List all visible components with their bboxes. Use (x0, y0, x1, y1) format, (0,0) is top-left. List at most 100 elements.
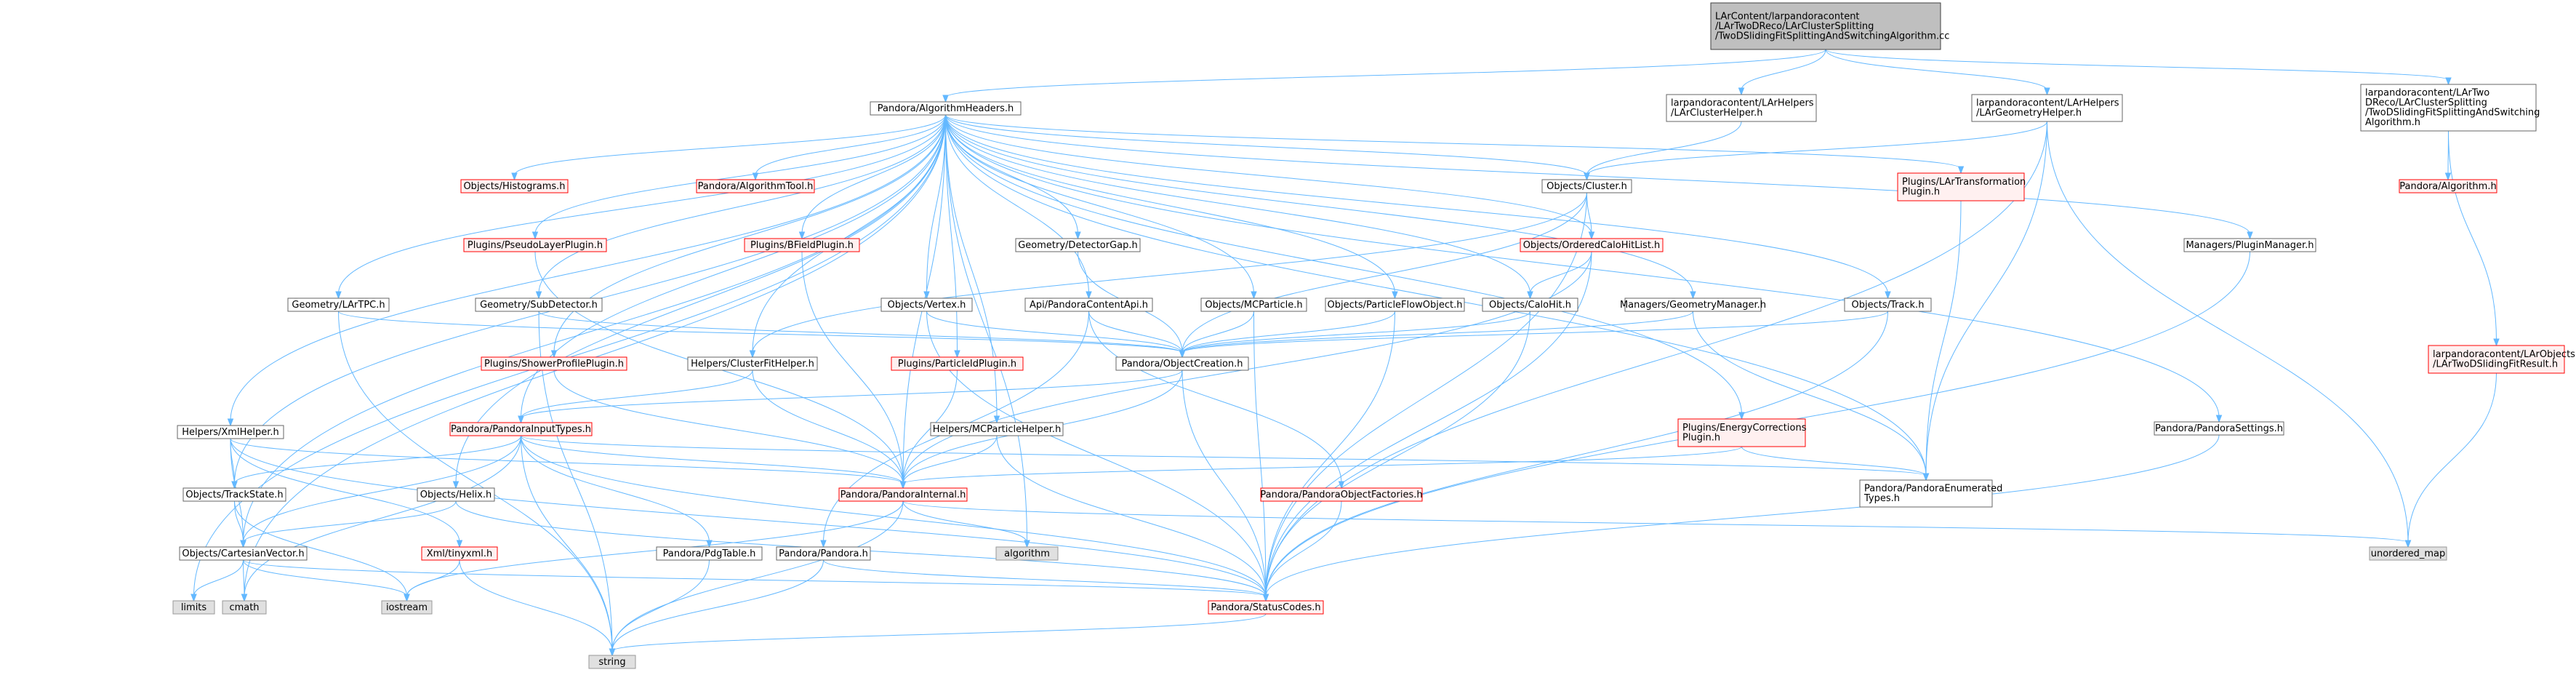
node-plugins-pseudo-layer[interactable]: Plugins/PseudoLayerPlugin.h (463, 238, 607, 252)
node-pandora-pandora-settings[interactable]: Pandora/PandoraSettings.h (2154, 421, 2284, 436)
edge-lar_cluster_helper-to-objects_cluster (1584, 121, 1742, 181)
edge-lar_twod_fit_result-to-unordered_map_sys (2404, 372, 2497, 548)
edge-plugins_lar_transformation-to-pandora_enumerated_types (1922, 200, 1962, 482)
node-plugins-bfield[interactable]: Plugins/BFieldPlugin.h (744, 238, 860, 252)
edge-api_pandora_content_api-to-pandora_object_creation (1088, 311, 1186, 359)
node-api-pandora-content-api[interactable]: Api/PandoraContentApi.h (1024, 297, 1153, 312)
node-cmath-sys[interactable]: cmath (222, 600, 267, 615)
node-box (995, 546, 1059, 561)
node-plugins-particle-id[interactable]: Plugins/ParticleIdPlugin.h (891, 356, 1024, 371)
edge-lar_geometry_helper-to-objects_cluster (1584, 121, 2047, 181)
node-box (475, 297, 603, 312)
edge-pandora_pandora_internal-to-algorithm_sys (902, 500, 1030, 548)
node-geometry-subdetector[interactable]: Geometry/SubDetector.h (475, 297, 603, 312)
node-unordered-map-sys[interactable]: unordered_map (2369, 546, 2447, 561)
node-string-sys[interactable]: string (588, 655, 636, 669)
node-iostream-sys[interactable]: iostream (381, 600, 433, 615)
node-plugins-shower-profile[interactable]: Plugins/ShowerProfilePlugin.h (481, 356, 627, 371)
edge-alg_headers-to-plugins_particle_id (945, 114, 960, 359)
node-helpers-cluster-fit-helper[interactable]: Helpers/ClusterFitHelper.h (687, 356, 818, 371)
edge-plugins_energy_corrections-to-pandora_enumerated_types (1741, 446, 1930, 482)
node-geometry-lartpc[interactable]: Geometry/LArTPC.h (287, 297, 390, 312)
edge-objects_calohit-to-pandora_status_codes (1262, 311, 1530, 602)
node-pandora-object-creation[interactable]: Pandora/ObjectCreation.h (1115, 356, 1249, 371)
node-lar-geometry-helper[interactable]: larpandoracontent/LArHelpers/LArGeometry… (1971, 94, 2123, 122)
node-lar-twod-fit-result[interactable]: larpandoracontent/LArObjects/LArTwoDSlid… (2428, 345, 2575, 374)
node-label: cmath (229, 602, 259, 613)
node-box (222, 600, 267, 615)
edge-pandora_pandora_h-to-pandora_status_codes (823, 559, 1269, 602)
node-pandora-object-factories[interactable]: Pandora/PandoraObjectFactories.h (1260, 487, 1423, 502)
edge-root-to-alg_headers (942, 49, 1826, 103)
node-label: Pandora/ObjectCreation.h (1121, 359, 1243, 370)
edge-managers_geometry_manager-to-pandora_enumerated_types (1693, 311, 1930, 482)
node-pandora-status-codes[interactable]: Pandora/StatusCodes.h (1208, 600, 1324, 615)
node-limits-sys[interactable]: limits (172, 600, 215, 615)
node-box (172, 600, 215, 615)
node-box (744, 238, 860, 252)
node-helpers-mcparticle-helper[interactable]: Helpers/MCParticleHelper.h (930, 422, 1064, 436)
node-label: Helpers/XmlHelper.h (182, 427, 278, 438)
node-box (421, 546, 498, 561)
node-box (2369, 546, 2447, 561)
edge-api_pandora_content_api-to-pandora_object_factories (1088, 311, 1345, 490)
node-box (687, 356, 818, 371)
node-label: Managers/PluginManager.h (2186, 240, 2314, 251)
node-xml-tinyxml[interactable]: Xml/tinyxml.h (421, 546, 498, 561)
node-box (588, 655, 636, 669)
node-helpers-xml-helper[interactable]: Helpers/XmlHelper.h (177, 425, 284, 439)
edge-objects_cartesian_vector-to-cmath_sys (241, 559, 248, 602)
edge-alg_headers-to-objects_cartesian_vector (240, 114, 946, 548)
node-managers-plugin-manager[interactable]: Managers/PluginManager.h (2183, 238, 2316, 252)
edge-alg_headers-to-geometry_lartpc (335, 114, 946, 300)
node-label: Objects/OrderedCaloHitList.h (1523, 240, 1661, 251)
node-alg-headers[interactable]: Pandora/AlgorithmHeaders.h (870, 101, 1022, 116)
node-objects-cluster[interactable]: Objects/Cluster.h (1541, 179, 1632, 193)
node-pandora-algorithm-h[interactable]: Pandora/Algorithm.h (2399, 179, 2497, 193)
edge-objects_vertex-to-pandora_object_creation (926, 311, 1186, 359)
node-label: Objects/Helix.h (420, 490, 492, 500)
node-objects-track[interactable]: Objects/Track.h (1844, 297, 1932, 312)
node-twod-sliding-h[interactable]: larpandoracontent/LArTwoDReco/LArCluster… (2360, 84, 2540, 132)
nodes-layer: LArContent/larpandoracontent/LArTwoDReco… (172, 2, 2575, 669)
edge-root-to-lar_geometry_helper (1825, 49, 2050, 96)
edge-alg_headers-to-plugins_pseudo_layer (531, 114, 946, 240)
node-algorithm-sys[interactable]: algorithm (995, 546, 1059, 561)
node-objects-cartesian-vector[interactable]: Objects/CartesianVector.h (179, 546, 308, 561)
node-objects-ordered-calohitlist[interactable]: Objects/OrderedCaloHitList.h (1520, 238, 1664, 252)
node-pandora-pandora-h[interactable]: Pandora/Pandora.h (776, 546, 871, 561)
node-label: Pandora/PandoraInternal.h (840, 490, 966, 500)
node-objects-trackstate[interactable]: Objects/TrackState.h (182, 487, 286, 502)
node-box (930, 422, 1064, 436)
edge-alg_headers-to-plugins_bfield (798, 114, 946, 240)
node-pandora-pdg-table[interactable]: Pandora/PdgTable.h (656, 546, 763, 561)
node-box (449, 422, 593, 436)
node-box (1200, 297, 1307, 312)
node-lar-cluster-helper[interactable]: larpandoracontent/LArHelpers/LArClusterH… (1666, 94, 1817, 122)
node-label: Pandora/StatusCodes.h (1211, 602, 1320, 613)
node-objects-mcparticle[interactable]: Objects/MCParticle.h (1200, 297, 1307, 312)
edge-objects_ordered_calohitlist-to-objects_calohit (1527, 251, 1592, 300)
node-label: string (598, 657, 625, 668)
edge-pandora_object_creation-to-pandora_status_codes (1181, 370, 1269, 602)
node-pandora-algorithm-tool[interactable]: Pandora/AlgorithmTool.h (696, 179, 815, 193)
node-label: Objects/CartesianVector.h (182, 548, 304, 559)
node-objects-calohit[interactable]: Objects/CaloHit.h (1482, 297, 1578, 312)
node-pandora-input-types[interactable]: Pandora/PandoraInputTypes.h (449, 422, 593, 436)
edge-alg_headers-to-plugins_lar_transformation (945, 114, 1965, 175)
node-box (891, 356, 1024, 371)
node-objects-helix[interactable]: Objects/Helix.h (417, 487, 495, 502)
node-pandora-pandora-internal[interactable]: Pandora/PandoraInternal.h (838, 487, 968, 502)
node-objects-histograms[interactable]: Objects/Histograms.h (460, 179, 569, 193)
edge-objects_helix-to-objects_cartesian_vector (240, 500, 457, 548)
node-geometry-detector-gap[interactable]: Geometry/DetectorGap.h (1015, 238, 1141, 252)
node-managers-geometry-manager[interactable]: Managers/GeometryManager.h (1620, 297, 1766, 312)
edge-xml_tinyxml-to-iostream_sys (404, 559, 460, 602)
edge-objects_cartesian_vector-to-limits_sys (190, 559, 244, 602)
node-objects-vertex[interactable]: Objects/Vertex.h (880, 297, 973, 312)
node-objects-particle-flow-object[interactable]: Objects/ParticleFlowObject.h (1325, 297, 1465, 312)
node-label: Pandora/AlgorithmTool.h (698, 181, 814, 192)
